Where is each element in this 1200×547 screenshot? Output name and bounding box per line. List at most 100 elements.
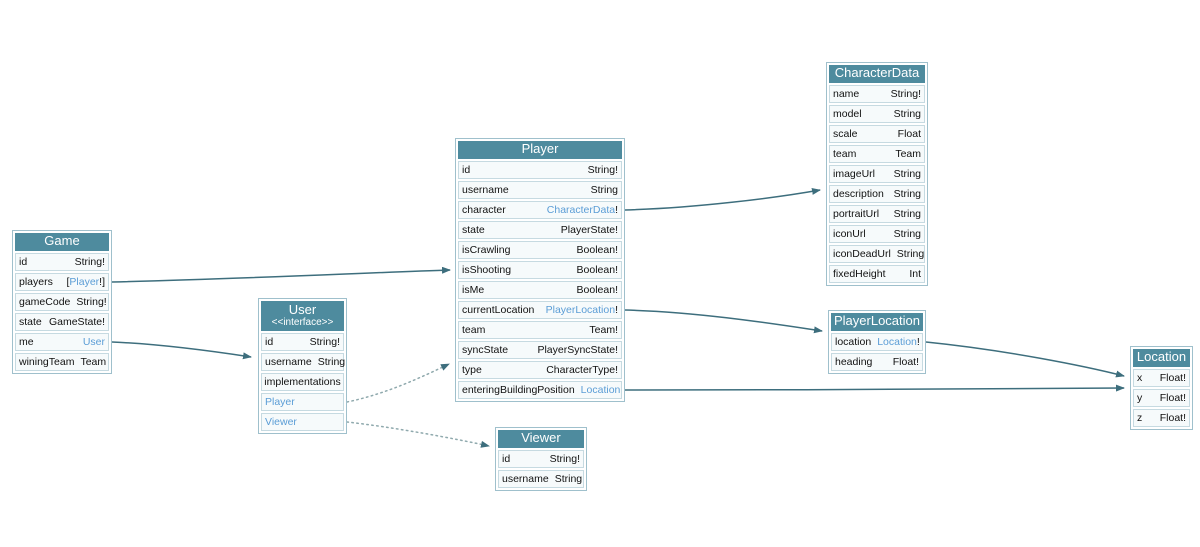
field-type: GameState! xyxy=(48,316,105,328)
field-type: Boolean! xyxy=(576,264,618,276)
field-type: String! xyxy=(76,296,107,308)
field-name: team xyxy=(833,148,857,160)
field-type: Location! xyxy=(877,336,920,348)
table-title: User xyxy=(288,302,317,317)
field-type: String! xyxy=(549,453,580,465)
field-type: String xyxy=(317,356,346,368)
field-row-state[interactable]: state GameState! xyxy=(15,313,109,331)
field-type: PlayerState! xyxy=(560,224,618,236)
field-row-username[interactable]: username String xyxy=(261,353,346,371)
field-row-players[interactable]: players[Player!] xyxy=(15,273,109,291)
field-type: String xyxy=(896,248,925,260)
field-type: String xyxy=(893,108,921,120)
field-name: state xyxy=(19,316,42,328)
type-link[interactable]: CharacterData xyxy=(546,204,616,216)
field-name: imageUrl xyxy=(833,168,876,180)
table-header-location[interactable]: Location xyxy=(1133,349,1190,367)
table-header-player[interactable]: Player xyxy=(458,141,622,159)
field-row-model[interactable]: model String xyxy=(829,105,925,123)
section-row-implementations[interactable]: implementations xyxy=(261,373,344,391)
field-type: CharacterData! xyxy=(546,204,618,216)
field-type: Boolean! xyxy=(576,284,618,296)
field-type: String xyxy=(893,188,921,200)
field-row-gamecode[interactable]: gameCode String! xyxy=(15,293,109,311)
field-type: CharacterType! xyxy=(546,364,618,376)
field-type: String! xyxy=(74,256,105,268)
field-name: description xyxy=(833,188,884,200)
field-name: players xyxy=(19,276,53,288)
table-header-playerlocation[interactable]: PlayerLocation xyxy=(831,313,923,331)
table-title: Location xyxy=(1136,349,1187,364)
edge-game-players-to-player xyxy=(111,266,451,283)
field-name: iconDeadUrl xyxy=(833,248,891,260)
field-row-icondeadurl[interactable]: iconDeadUrl String xyxy=(829,245,925,263)
edge-player-currentlocation-to-playerlocation xyxy=(624,309,823,334)
field-row-imageurl[interactable]: imageUrl String xyxy=(829,165,925,183)
field-name: gameCode xyxy=(19,296,71,308)
table-header-user[interactable]: User<<interface>> xyxy=(261,301,344,331)
table-header-characterdata[interactable]: CharacterData xyxy=(829,65,925,83)
table-header-viewer[interactable]: Viewer xyxy=(498,430,584,448)
field-type: PlayerLocation! xyxy=(545,304,618,316)
field-name: location xyxy=(835,336,872,348)
field-type: String xyxy=(893,208,921,220)
field-row-description[interactable]: description String xyxy=(829,185,925,203)
edge-player-character-to-characterdata xyxy=(624,187,821,211)
field-name: model xyxy=(833,108,862,120)
type-link[interactable]: Location xyxy=(877,336,917,348)
field-row-location[interactable]: location Location! xyxy=(831,333,923,351)
field-name: y xyxy=(1137,392,1143,404)
table-header-game[interactable]: Game xyxy=(15,233,109,251)
table-title: Player xyxy=(521,141,559,156)
implementation-row-player[interactable]: Player xyxy=(261,393,344,411)
type-link[interactable]: Location xyxy=(580,384,621,396)
field-name: username xyxy=(462,184,509,196)
field-name: winingTeam xyxy=(19,356,75,368)
type-link[interactable]: PlayerLocation xyxy=(545,304,616,316)
field-type: String xyxy=(893,168,921,180)
type-link[interactable]: User xyxy=(82,336,105,348)
type-link[interactable]: Viewer xyxy=(265,416,297,428)
type-link[interactable]: Player xyxy=(265,396,295,408)
field-name: username xyxy=(265,356,312,368)
edge-game-me-to-user xyxy=(111,341,252,360)
implementation-row-viewer[interactable]: Viewer xyxy=(261,413,344,431)
field-type: Float xyxy=(897,128,921,140)
type-link[interactable]: Player xyxy=(69,276,100,288)
